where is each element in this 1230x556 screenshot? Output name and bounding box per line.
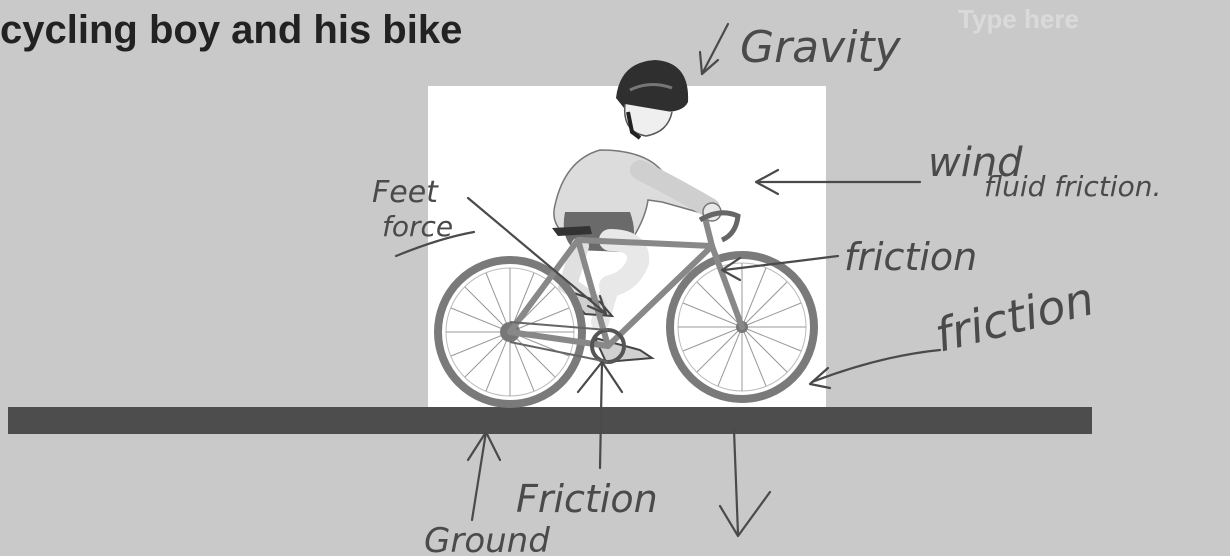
downward-arrow (734, 430, 738, 534)
gravity-arrowhead (700, 52, 718, 74)
label-gravity: Gravity (740, 22, 902, 73)
ground-force-arrow (472, 432, 486, 520)
friction-ground-rays (578, 362, 622, 392)
label-friction-handle: friction (844, 235, 977, 279)
label-feet: Feet (372, 175, 439, 210)
gravity-arrow (702, 24, 728, 74)
downward-arrowhead (720, 492, 770, 536)
label-friction-ground: Friction (516, 477, 658, 521)
friction-wheel-pointer (812, 350, 940, 382)
label-fluid-friction: fluid friction. (984, 170, 1161, 203)
cyclist-illustration (438, 60, 814, 404)
friction-ground-pointer (600, 362, 602, 468)
label-force: force (382, 210, 453, 243)
label-ground: Ground (424, 521, 550, 556)
label-friction-wheel: friction (930, 271, 1100, 362)
